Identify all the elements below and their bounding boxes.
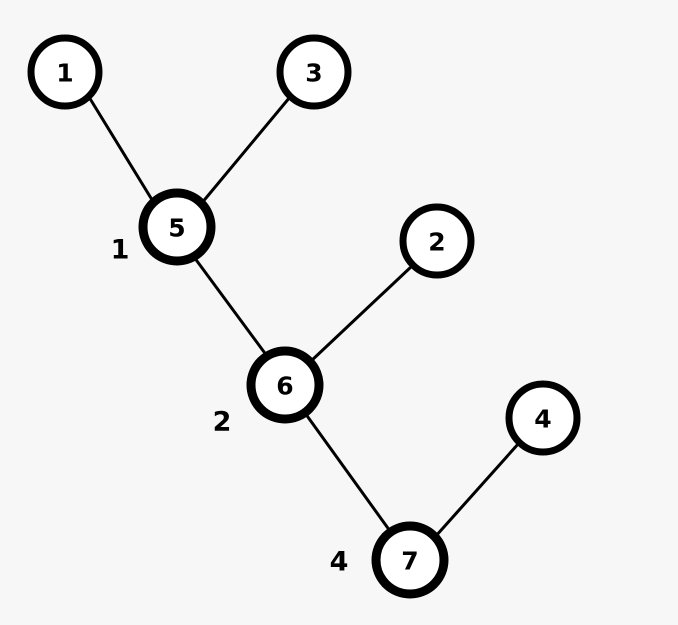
- graph-edge-n5-n6: [192, 255, 269, 358]
- graph-node-3[interactable]: 3: [276, 34, 352, 110]
- edge-labels-layer: 1 2 4: [111, 235, 349, 578]
- graph-node-label-7: 7: [401, 547, 418, 576]
- graph-edge-n3-n5: [199, 95, 292, 206]
- graph-edge-n4-n7: [433, 441, 521, 539]
- graph-node-label-1: 1: [56, 59, 73, 88]
- graph-node-6[interactable]: 6: [246, 346, 324, 424]
- graph-node-circle-4[interactable]: [505, 380, 581, 456]
- graph-node-label-3: 3: [305, 59, 322, 88]
- graph-node-circle-2[interactable]: [399, 203, 475, 279]
- graph-node-circle-3[interactable]: [276, 34, 352, 110]
- graph-node-label-2: 2: [428, 228, 445, 257]
- graph-node-5[interactable]: 5: [138, 188, 216, 266]
- graph-edge-n2-n6: [308, 264, 414, 364]
- edges-layer: [87, 95, 521, 539]
- graph-node-label-5: 5: [168, 214, 185, 243]
- graph-node-circle-7[interactable]: [371, 521, 449, 599]
- graph-node-7[interactable]: 7: [371, 521, 449, 599]
- graph-node-label-6: 6: [276, 372, 293, 401]
- graph-node-circle-6[interactable]: [246, 346, 324, 424]
- graph-edge-label-1-n5: 1: [111, 235, 130, 266]
- graph-edge-n6-n7: [303, 411, 392, 533]
- graph-node-2[interactable]: 2: [399, 203, 475, 279]
- graph-node-circle-1[interactable]: [27, 34, 103, 110]
- graph-node-circle-5[interactable]: [138, 188, 216, 266]
- graph-edge-n1-n5: [87, 95, 156, 205]
- graph-node-1[interactable]: 1: [27, 34, 103, 110]
- graph-edge-label-2-n6: 2: [213, 407, 232, 438]
- graph-node-4[interactable]: 4: [505, 380, 581, 456]
- nodes-layer: 1 3 5 2 6 4 7: [27, 34, 581, 599]
- graph-node-label-4: 4: [534, 405, 551, 434]
- graph-edge-label-4-n7: 4: [330, 547, 349, 578]
